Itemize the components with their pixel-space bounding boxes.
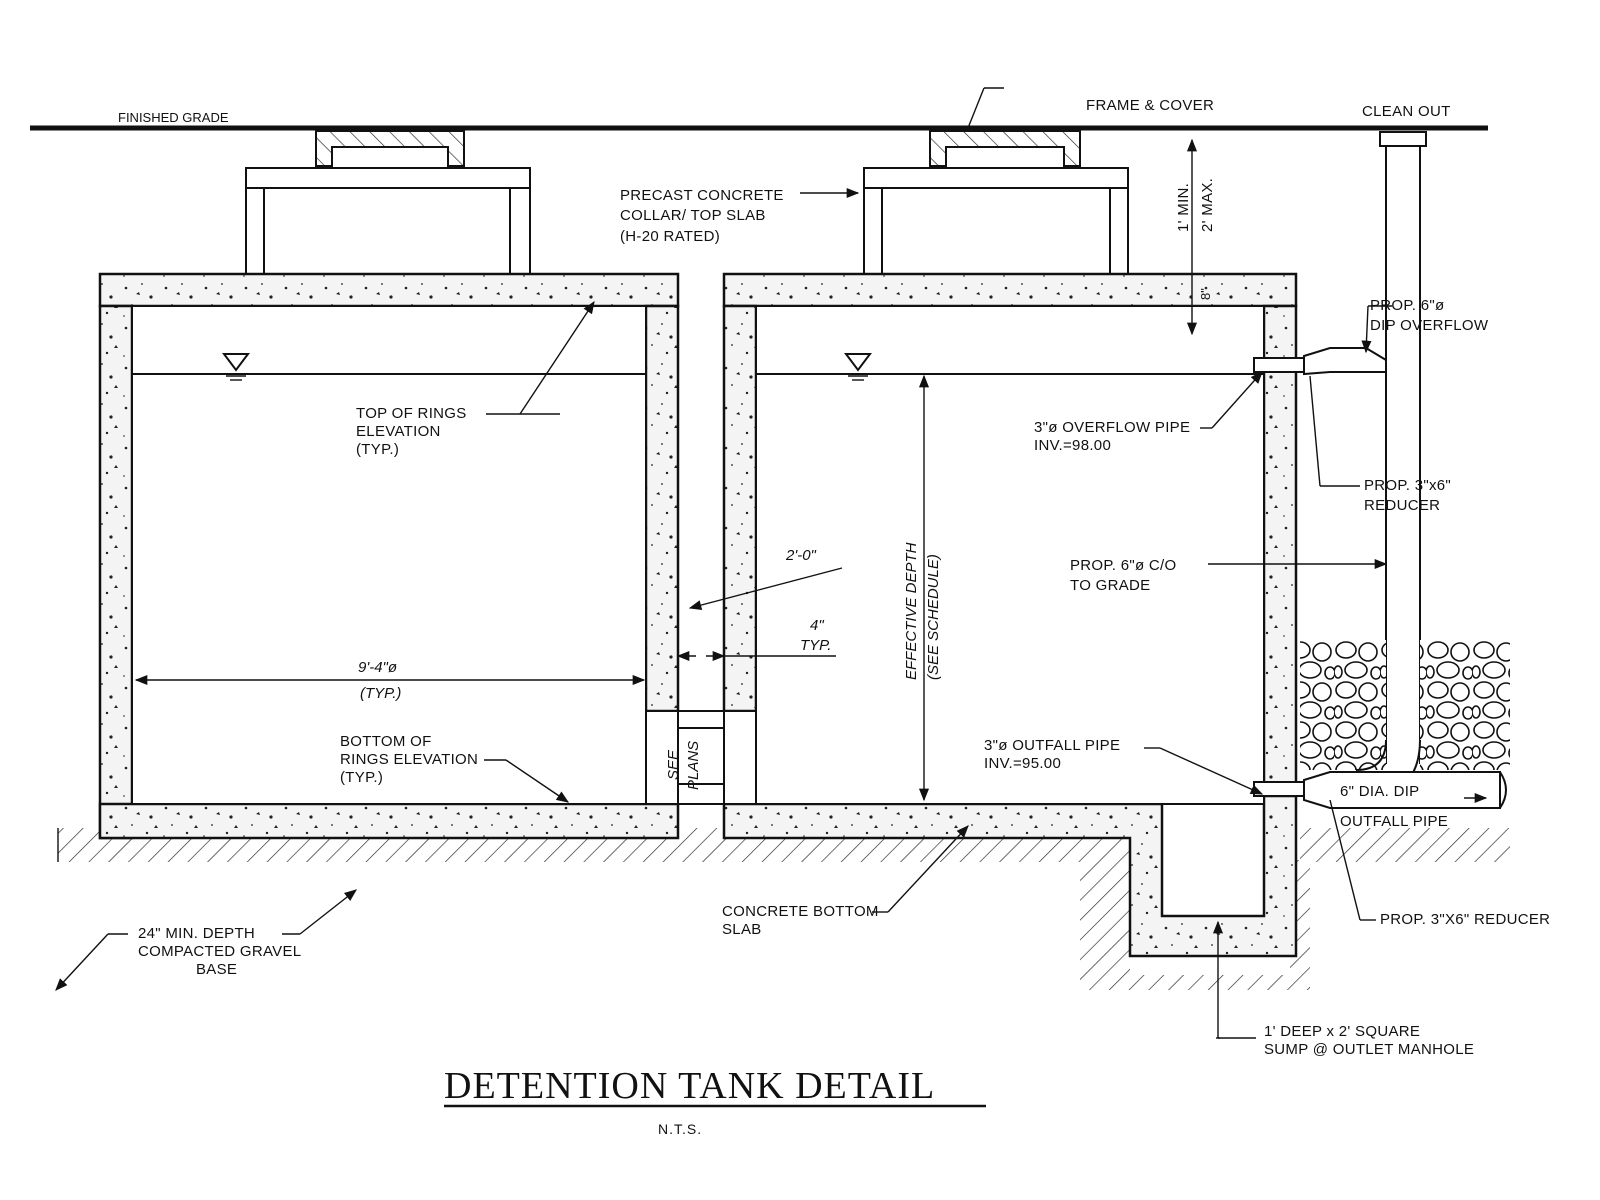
eight-in-label: 8" xyxy=(1198,288,1213,300)
bottom-rings-label-3: (TYP.) xyxy=(340,769,383,786)
min-max-label-2: 2' MAX. xyxy=(1199,178,1216,232)
two-ft-label: 2'-0" xyxy=(785,547,817,564)
overflow-pipe-label-2: INV.=98.00 xyxy=(1034,437,1111,454)
concrete-slab-label-2: SLAB xyxy=(722,921,762,938)
clean-out-pipe-label-2: TO GRADE xyxy=(1070,577,1150,594)
min-max-label-1: 1' MIN. xyxy=(1175,183,1192,232)
gravel-label-3: BASE xyxy=(196,961,237,978)
overflow-dip-label-2: DIP OVERFLOW xyxy=(1370,317,1489,334)
top-rings-label-2: ELEVATION xyxy=(356,423,441,440)
top-rings-label-1: TOP OF RINGS xyxy=(356,405,467,422)
finished-grade-label: FINISHED GRADE xyxy=(118,110,229,125)
leaders xyxy=(55,87,1488,1039)
see-plans-label-1: SEE xyxy=(665,749,682,780)
sump-label-2: SUMP @ OUTLET MANHOLE xyxy=(1264,1041,1474,1058)
diameter-label-2: (TYP.) xyxy=(360,685,401,702)
title-block: DETENTION TANK DETAIL N.T.S. xyxy=(444,1065,986,1137)
left-tank xyxy=(98,130,680,840)
reducer-top-label-2: REDUCER xyxy=(1364,497,1440,514)
see-plans-label-2: PLANS xyxy=(685,741,702,790)
bottom-rings-label-1: BOTTOM OF xyxy=(340,733,432,750)
top-rings-label-3: (TYP.) xyxy=(356,441,399,458)
dip-label-1: 6" DIA. DIP xyxy=(1340,783,1419,800)
concrete-slab-label-1: CONCRETE BOTTOM xyxy=(722,903,879,920)
connector-pipe xyxy=(645,710,757,805)
gravel-label-2: COMPACTED GRAVEL xyxy=(138,943,301,960)
overflow-dip-label-1: PROP. 6"ø xyxy=(1370,297,1444,314)
clean-out-label: CLEAN OUT xyxy=(1362,103,1451,120)
diameter-label-1: 9'-4"ø xyxy=(358,659,397,676)
four-in-label-1: 4" xyxy=(810,617,824,634)
sump-label-1: 1' DEEP x 2' SQUARE xyxy=(1264,1023,1420,1040)
collar-label-2: COLLAR/ TOP SLAB xyxy=(620,207,766,224)
outfall-pipe-label-1: 3"ø OUTFALL PIPE xyxy=(984,737,1120,754)
outfall-pipe-label-2: INV.=95.00 xyxy=(984,755,1061,772)
bottom-rings-label-2: RINGS ELEVATION xyxy=(340,751,478,768)
pipes xyxy=(1253,131,1510,809)
four-in-label-2: TYP. xyxy=(800,637,831,654)
drawing-subtitle: N.T.S. xyxy=(658,1121,702,1137)
collar-label-3: (H-20 RATED) xyxy=(620,228,720,245)
gravel-label-1: 24" MIN. DEPTH xyxy=(138,925,255,942)
overflow-pipe-label-1: 3"ø OVERFLOW PIPE xyxy=(1034,419,1190,436)
reducer-bottom-label: PROP. 3"X6" REDUCER xyxy=(1380,911,1550,928)
effective-depth-label-2: (SEE SCHEDULE) xyxy=(925,554,942,680)
collar-label-1: PRECAST CONCRETE xyxy=(620,187,784,204)
drawing-title: DETENTION TANK DETAIL xyxy=(444,1065,935,1107)
frame-cover-label: FRAME & COVER xyxy=(1086,97,1214,114)
right-tank xyxy=(722,130,1298,958)
clean-out-pipe-label-1: PROP. 6"ø C/O xyxy=(1070,557,1176,574)
reducer-top-label-1: PROP. 3"x6" xyxy=(1364,477,1451,494)
effective-depth-label-1: EFFECTIVE DEPTH xyxy=(903,542,920,680)
labels: FINISHED GRADE FRAME & COVER CLEAN OUT P… xyxy=(118,97,1550,1058)
dip-label-2: OUTFALL PIPE xyxy=(1340,813,1448,830)
